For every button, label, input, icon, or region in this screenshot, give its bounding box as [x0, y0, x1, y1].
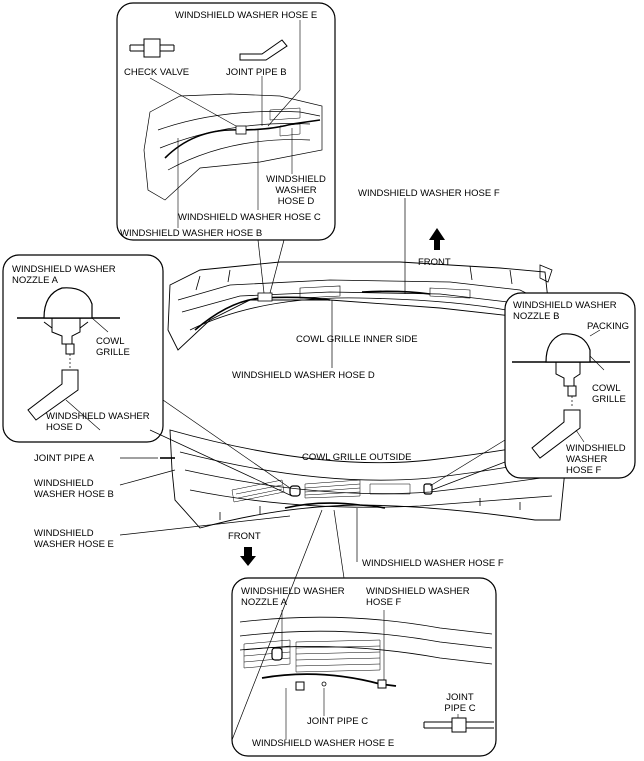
- label-washer-hose-b-left: WINDSHIELD WASHER HOSE B: [34, 478, 114, 500]
- label-washer-hose-e-bottom: WINDSHIELD WASHER HOSE E: [252, 738, 395, 749]
- grille-vent-pattern: [231, 479, 411, 503]
- label-cowl-grille-left: COWL GRILLE: [96, 336, 130, 358]
- joint-pipe-b-part: [239, 39, 288, 61]
- label-packing: PACKING: [587, 321, 630, 332]
- label-nozzle-a-left: WINDSHIELD WASHER NOZZLE A: [12, 264, 116, 286]
- label-washer-hose-d-top: WINDSHIELD WASHER HOSE D: [266, 174, 326, 207]
- label-joint-pipe-b: JOINT PIPE B: [226, 67, 287, 78]
- label-washer-hose-f-top: WINDSHIELD WASHER HOSE F: [358, 188, 500, 199]
- nozzle-a-outer: [289, 485, 301, 497]
- label-washer-hose-b-top: WINDSHIELD WASHER HOSE B: [120, 228, 263, 239]
- bottom-vent-pattern: [243, 639, 381, 673]
- label-washer-hose-e-top: WINDSHIELD WASHER HOSE E: [175, 10, 318, 21]
- label-cowl-grille-right: COWL GRILLE: [592, 383, 626, 405]
- label-front-bottom: FRONT: [228, 531, 261, 542]
- top-callout-leaders: [149, 20, 301, 228]
- check-valve-part: [129, 38, 175, 58]
- callout-connectors: [119, 198, 506, 741]
- left-detail-callout: [2, 254, 164, 443]
- label-washer-hose-f-bottom: WINDSHIELD WASHER HOSE F: [366, 586, 470, 608]
- cowl-grille-outer-body: [169, 429, 566, 529]
- label-joint-pipe-c-center: JOINT PIPE C: [307, 716, 369, 727]
- joint-pipe-c-part: [423, 717, 494, 733]
- label-cowl-grille-outside: COWL GRILLE OUTSIDE: [302, 452, 412, 463]
- label-joint-pipe-a: JOINT PIPE A: [34, 453, 95, 464]
- label-nozzle-a-bottom: WINDSHIELD WASHER NOZZLE A: [241, 586, 345, 608]
- right-detail-callout: [504, 292, 636, 479]
- label-washer-hose-e-left: WINDSHIELD WASHER HOSE E: [34, 528, 114, 550]
- front-arrow-up-icon: [429, 228, 445, 250]
- label-washer-hose-f-center: WINDSHIELD WASHER HOSE F: [362, 558, 504, 569]
- label-joint-pipe-c-right: JOINT PIPE C: [444, 692, 476, 714]
- label-nozzle-b-right: WINDSHIELD WASHER NOZZLE B: [513, 300, 617, 322]
- front-arrow-down-icon: [240, 547, 256, 566]
- top-detail-callout: [116, 2, 336, 241]
- outer-side-hoses: [160, 457, 386, 509]
- callout-hoses: [164, 119, 321, 159]
- inner-side-hoses: [194, 290, 431, 331]
- label-washer-hose-d-left: WINDSHIELD WASHER HOSE D: [46, 411, 150, 433]
- label-washer-hose-f-right: WINDSHIELD WASHER HOSE F: [566, 443, 626, 476]
- label-front-top: FRONT: [418, 257, 451, 268]
- label-washer-hose-c: WINDSHIELD WASHER HOSE C: [178, 212, 321, 223]
- bottom-detail-callout: [231, 577, 497, 757]
- label-check-valve: CHECK VALVE: [124, 67, 190, 78]
- nozzle-b-outer: [423, 483, 433, 495]
- label-washer-hose-d-center: WINDSHIELD WASHER HOSE D: [232, 370, 375, 381]
- label-cowl-grille-inner-side: COWL GRILLE INNER SIDE: [296, 334, 418, 345]
